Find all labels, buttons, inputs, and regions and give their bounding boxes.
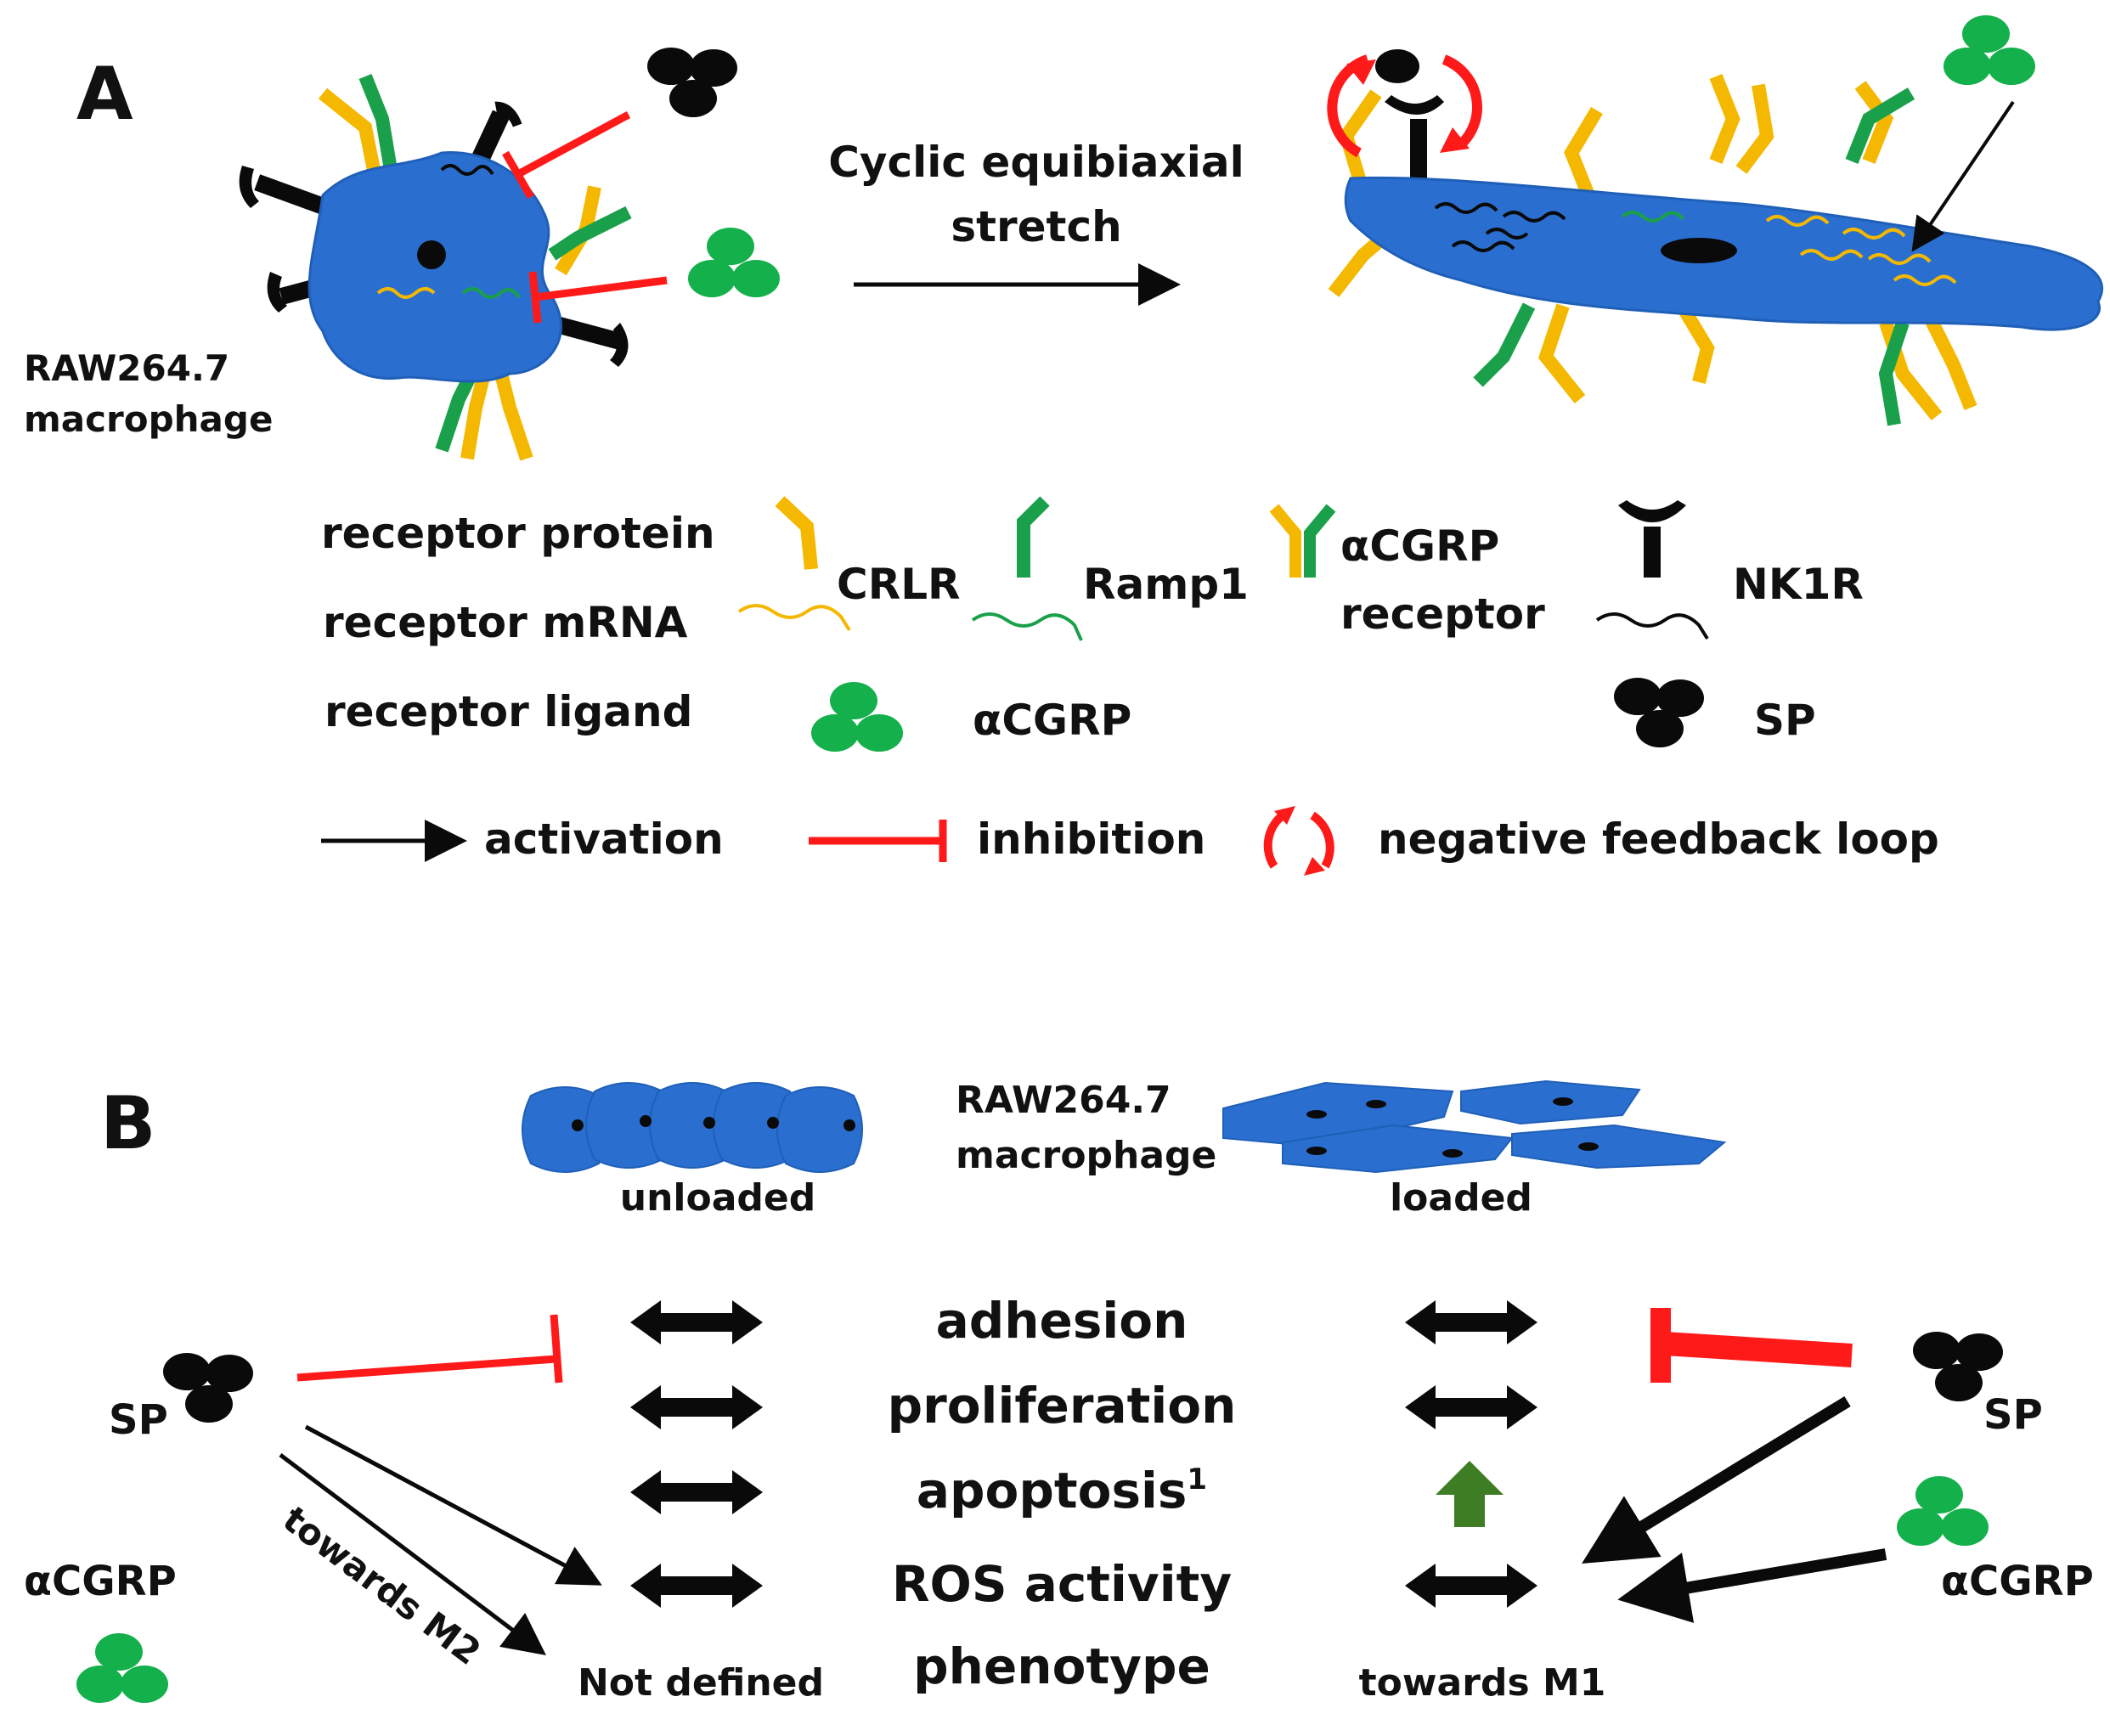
ramp1-mrna <box>461 287 521 299</box>
acgrp-receptor-icon <box>1269 504 1336 578</box>
effect-row-label: adhesion <box>936 1292 1188 1350</box>
acgrp-right-icon <box>1897 1476 1989 1546</box>
nucleus <box>417 240 446 269</box>
b-cell-label-line1: RAW264.7 <box>956 1079 1171 1122</box>
acgrp-legend-icon <box>811 682 903 752</box>
sp-bound <box>1375 49 1419 83</box>
no-change-arrow <box>630 1385 763 1429</box>
activation-arrow <box>1911 100 2015 252</box>
towards-m1-label: towards M1 <box>1359 1661 1606 1705</box>
acgrp-left-icon <box>76 1633 168 1703</box>
acgrp-ligand <box>688 228 780 297</box>
legend-inhibition: inhibition <box>977 814 1205 864</box>
nk1r-mrna-icon <box>1595 612 1709 640</box>
legend-acgrp-receptor-1: αCGRP <box>1340 521 1499 571</box>
inhibition-icon <box>809 820 947 862</box>
sp-right-activation <box>1582 1396 1851 1564</box>
ramp1-mrna-icon <box>971 612 1083 641</box>
apoptosis-footnote-marker: 1 <box>1187 1463 1207 1496</box>
no-change-arrow <box>630 1300 763 1344</box>
loaded-label: loaded <box>1390 1176 1532 1220</box>
acgrp-right-label: αCGRP <box>1941 1558 2094 1605</box>
effect-row-label: apoptosis1 <box>917 1462 1207 1519</box>
crlr-mrna <box>376 287 436 299</box>
legend-sp: SP <box>1754 696 1816 745</box>
rounded-macrophage <box>239 74 632 461</box>
sp-left-icon <box>163 1353 253 1423</box>
legend-receptor-ligand: receptor ligand <box>324 687 692 736</box>
no-change-arrow <box>630 1564 763 1608</box>
legend-ramp1: Ramp1 <box>1083 560 1249 609</box>
acgrp-right-activation <box>1617 1548 1887 1623</box>
crlr-protein-icon <box>775 496 818 570</box>
legend-acgrp-receptor-2: receptor <box>1340 589 1545 639</box>
b-cell-label-line2: macrophage <box>956 1134 1216 1177</box>
sp-legend-icon <box>1614 678 1704 747</box>
towards-m2-arrow <box>279 1453 546 1656</box>
acgrp-left-label: αCGRP <box>24 1558 177 1605</box>
legend-receptor-protein: receptor protein <box>321 509 715 558</box>
cell-label-line1: RAW264.7 <box>24 347 229 389</box>
nucleus <box>1661 238 1737 263</box>
no-change-arrow <box>1405 1300 1537 1344</box>
ramp1-protein-icon <box>1017 496 1050 578</box>
loaded-no-change-arrows <box>1405 1300 1537 1608</box>
apoptosis-increase-arrow <box>1436 1461 1504 1527</box>
no-change-arrow <box>1405 1385 1537 1429</box>
sp-right-label: SP <box>1983 1391 2043 1439</box>
feedback-loop-icon <box>1263 811 1334 869</box>
effect-row-label: proliferation <box>888 1377 1237 1434</box>
legend-feedback: negative feedback loop <box>1378 814 1939 864</box>
legend-receptor-mrna: receptor mRNA <box>323 598 688 647</box>
cell-label-line2: macrophage <box>24 398 273 440</box>
sp-ligand <box>647 48 737 117</box>
stretch-label-line1: Cyclic equibiaxial <box>828 138 1244 187</box>
panel-b-label: B <box>100 1081 156 1166</box>
nk1r-receptor <box>1410 119 1427 187</box>
inhibition-arrow <box>502 111 668 324</box>
unloaded-no-change-arrows <box>630 1300 763 1608</box>
not-defined-label: Not defined <box>578 1661 824 1705</box>
effect-row-label: phenotype <box>913 1637 1210 1695</box>
legend-activation: activation <box>484 814 724 864</box>
effect-row-label: ROS activity <box>892 1555 1232 1613</box>
no-change-arrow <box>1405 1564 1537 1608</box>
legend-nk1r: NK1R <box>1733 560 1864 609</box>
panel-a-label: A <box>76 52 133 137</box>
sp-right-inhibition <box>1650 1308 1853 1383</box>
crlr-mrna-icon <box>737 604 851 632</box>
legend-acgrp: αCGRP <box>973 696 1131 745</box>
unloaded-cells <box>522 1082 863 1173</box>
stretch-label-line2: stretch <box>951 202 1121 251</box>
sp-left-label: SP <box>109 1396 168 1444</box>
unloaded-label: unloaded <box>620 1176 815 1220</box>
stretched-macrophage <box>1327 49 2103 426</box>
sp-left-activation <box>304 1424 602 1586</box>
sp-left-inhibition <box>296 1314 563 1384</box>
nk1r-protein-icon <box>1618 500 1686 578</box>
no-change-arrow <box>630 1470 763 1514</box>
acgrp-ligand <box>1944 15 2035 85</box>
loaded-cells <box>1222 1079 1727 1174</box>
legend: receptor protein receptor mRNA receptor … <box>321 496 1939 876</box>
legend-crlr: CRLR <box>837 560 961 609</box>
crlr-receptor <box>319 87 601 461</box>
nk1r-mrna <box>440 164 494 176</box>
